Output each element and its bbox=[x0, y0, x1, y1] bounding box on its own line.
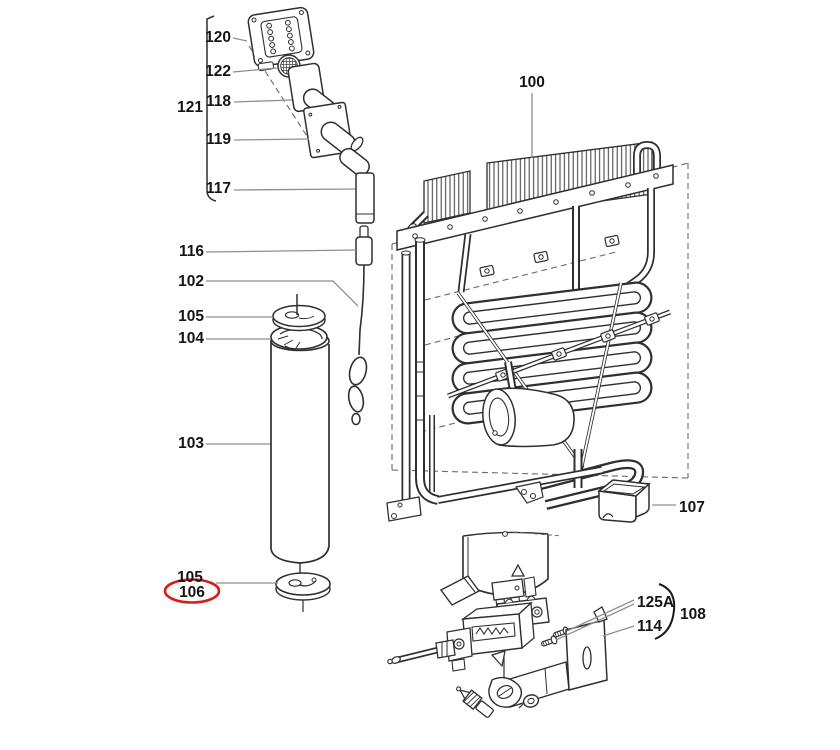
part-label-117[interactable]: 117 bbox=[206, 180, 231, 197]
part-103-drawing bbox=[270, 330, 330, 573]
boiler-housing-drawing bbox=[439, 531, 563, 609]
part-117-drawing bbox=[339, 147, 375, 224]
leader-lines bbox=[205, 37, 676, 641]
part-label-107[interactable]: 107 bbox=[679, 499, 705, 516]
part-105-upper-drawing bbox=[272, 294, 326, 332]
part-107-cup-drawing bbox=[597, 479, 651, 523]
part-label-105-lower[interactable]: 105 bbox=[177, 569, 203, 586]
highlight-circle-106 bbox=[163, 578, 221, 604]
hairpin-pipe bbox=[633, 140, 661, 186]
group-121-bracket bbox=[206, 15, 217, 202]
part-label-106[interactable]: 106 bbox=[179, 584, 205, 601]
burner-assembly-drawing bbox=[387, 595, 608, 718]
connector-pipes bbox=[457, 188, 655, 307]
group-108-bracket bbox=[654, 583, 676, 640]
part-label-114[interactable]: 114 bbox=[637, 618, 662, 635]
part-label-108[interactable]: 108 bbox=[680, 606, 706, 623]
part-label-105-upper[interactable]: 105 bbox=[178, 308, 204, 325]
part-label-119[interactable]: 119 bbox=[206, 131, 231, 148]
burner-flue-exploded-column bbox=[247, 6, 375, 612]
mounting-rail bbox=[396, 164, 674, 251]
part-106-disc-drawing bbox=[275, 563, 331, 612]
part-label-120[interactable]: 120 bbox=[205, 29, 231, 46]
part-102-drawing bbox=[347, 264, 368, 426]
warning-triangle-icon bbox=[510, 563, 526, 577]
part-116-drawing bbox=[355, 225, 373, 266]
part-label-118[interactable]: 118 bbox=[206, 93, 231, 110]
part-label-103[interactable]: 103 bbox=[178, 435, 204, 452]
tank-vessel bbox=[482, 387, 575, 448]
part-label-121[interactable]: 121 bbox=[177, 99, 203, 116]
part-119-drawing bbox=[303, 101, 364, 159]
part-100-cooling-unit-drawing bbox=[386, 140, 674, 522]
igniter-electrode-drawing bbox=[456, 676, 540, 718]
part-label-116[interactable]: 116 bbox=[179, 243, 204, 260]
part-labels: 120 122 121 118 119 117 116 102 105 104 … bbox=[177, 29, 706, 635]
left-pipes bbox=[386, 237, 440, 522]
part-label-122[interactable]: 122 bbox=[205, 63, 231, 80]
burner-spring bbox=[475, 627, 509, 635]
gas-tube bbox=[387, 639, 456, 665]
part-label-125A[interactable]: 125A bbox=[637, 594, 674, 611]
bottom-frame bbox=[437, 466, 603, 504]
part-label-104[interactable]: 104 bbox=[178, 330, 204, 347]
part-label-100[interactable]: 100 bbox=[519, 74, 545, 91]
part-label-102[interactable]: 102 bbox=[178, 273, 204, 290]
screw-125A-2 bbox=[539, 634, 559, 649]
part-120-drawing bbox=[247, 6, 315, 72]
